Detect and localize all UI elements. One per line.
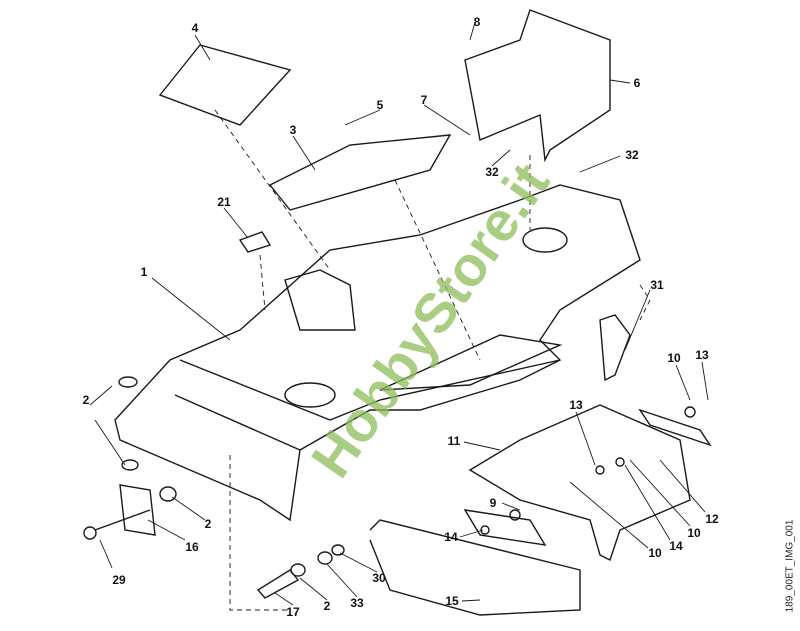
bracket-6 <box>464 9 611 163</box>
part-label: 13 <box>695 348 709 362</box>
tray-11 <box>468 404 691 561</box>
part-label: 33 <box>350 596 364 610</box>
part-label: 21 <box>217 195 231 209</box>
rod-15 <box>369 519 581 616</box>
part-label: 2 <box>323 599 331 613</box>
part-label: 11 <box>447 434 461 448</box>
part-label: 14 <box>444 530 458 544</box>
part-label: 14 <box>669 539 683 553</box>
main-frame <box>114 184 641 522</box>
part-label: 2 <box>204 517 212 531</box>
part-label: 32 <box>485 165 499 179</box>
part-label: 15 <box>445 594 459 608</box>
part-label: 6 <box>633 76 641 90</box>
part-label: 12 <box>705 512 719 526</box>
part-label: 16 <box>185 540 199 554</box>
part-label: 4 <box>191 21 199 35</box>
part-label: 30 <box>372 571 386 585</box>
part-label: 32 <box>625 148 639 162</box>
part-label: 5 <box>376 98 384 112</box>
part-label: 1 <box>140 265 148 279</box>
part-label: 31 <box>650 278 664 292</box>
image-code: 189_00ET_IMG_001 <box>784 519 796 613</box>
part-label: 10 <box>648 546 662 560</box>
part-label: 13 <box>569 398 583 412</box>
part-label: 10 <box>687 526 701 540</box>
part-label: 9 <box>489 496 497 510</box>
footrest-4 <box>158 44 292 126</box>
part-label: 3 <box>289 123 297 137</box>
part-label: 2 <box>82 393 90 407</box>
part-label: 29 <box>112 573 126 587</box>
part-label: 10 <box>667 351 681 365</box>
part-label: 8 <box>473 15 481 29</box>
part-label: 7 <box>420 93 428 107</box>
footrest-3 <box>268 134 452 211</box>
part-label: 17 <box>286 605 300 619</box>
